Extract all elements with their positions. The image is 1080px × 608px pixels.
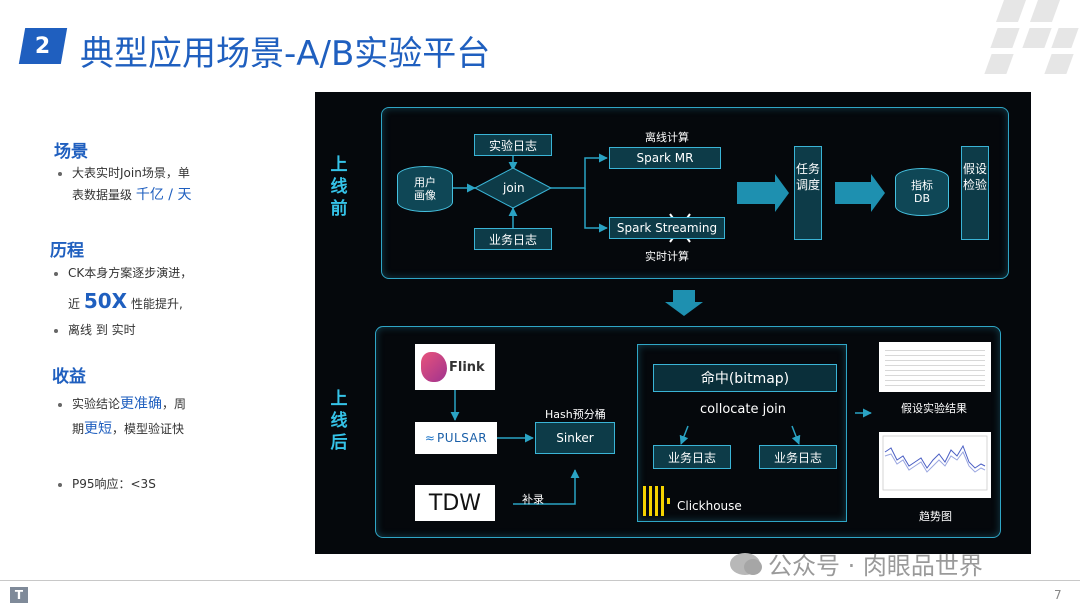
after-launch-label: 上线后 (330, 389, 348, 453)
p95-bullet: P95响应：<3S (58, 473, 156, 495)
watermark: 公众号 · 肉眼品世界 (730, 546, 983, 581)
scene-heading: 场景 (54, 142, 88, 162)
history-bullet-1-cont: 近 50X 性能提升, (68, 289, 183, 313)
spark-mr-box: Spark MR (609, 147, 721, 169)
section-number: 2 (35, 33, 51, 59)
trend-line-icon (882, 435, 988, 491)
collocate-join-label: collocate join (700, 402, 787, 417)
history-bullet-1: CK本身方案逐步演进， (54, 262, 192, 284)
flink-label: Flink (449, 359, 485, 375)
benefit-bullet-cont: 期更短，模型验证快 (72, 421, 185, 437)
corner-decoration (1044, 54, 1074, 74)
benefit-heading: 收益 (52, 367, 86, 387)
hash-prebucket-label: Hash预分桶 (545, 408, 606, 421)
biz-log-box-1: 业务日志 (653, 445, 731, 469)
sinker-box: Sinker (535, 422, 615, 454)
offline-calc-label: 离线计算 (645, 131, 689, 144)
tdw-label: TDW (428, 490, 482, 516)
speedup-highlight: 50X (83, 289, 128, 313)
bullet-dot-icon (54, 328, 58, 333)
user-profile-db: 用户画像 (397, 166, 453, 212)
hit-bitmap-box: 命中(bitmap) (653, 364, 837, 392)
corner-decoration (990, 28, 1020, 48)
spark-streaming-box: Spark Streaming (609, 217, 725, 239)
scale-highlight: 千亿 / 天 (135, 187, 192, 203)
join-node: join (503, 181, 525, 195)
clickhouse-panel (637, 344, 847, 522)
backfill-label: 补录 (522, 493, 544, 506)
metrics-db: 指标DB (895, 168, 949, 216)
footer-logo-icon: T (10, 587, 28, 603)
before-launch-panel (381, 107, 1009, 279)
page-number: 7 (1054, 588, 1062, 602)
footer-divider (0, 580, 1080, 581)
corner-decoration (1029, 0, 1061, 22)
bullet-dot-icon (54, 271, 58, 276)
business-log-box: 业务日志 (474, 228, 552, 250)
corner-decoration (1022, 28, 1052, 48)
biz-log-box-2: 业务日志 (759, 445, 837, 469)
hypothesis-test-box: 假设检验 (961, 146, 989, 240)
corner-decoration (1051, 28, 1079, 48)
task-schedule-box: 任务调度 (794, 146, 822, 240)
trend-caption: 趋势图 (919, 510, 952, 523)
pulsar-logo-card: ≈ PULSAR (415, 422, 497, 454)
bullet-dot-icon (58, 482, 62, 487)
history-heading: 历程 (50, 241, 84, 261)
realtime-calc-label: 实时计算 (645, 250, 689, 263)
clickhouse-logo-icon (643, 486, 671, 516)
corner-decoration (995, 0, 1027, 22)
scene-bullet: 大表实时Join场景，单 (58, 162, 190, 184)
bullet-dot-icon (58, 402, 62, 407)
pulsar-label: PULSAR (436, 431, 488, 445)
scene-bullet-cont: 表数据量级 千亿 / 天 (72, 187, 192, 203)
wechat-icon (730, 552, 762, 575)
flink-logo-card: Flink (415, 344, 495, 390)
clickhouse-label: Clickhouse (677, 499, 742, 513)
history-bullet-2: 离线 到 实时 (54, 319, 136, 341)
before-launch-label: 上线前 (330, 155, 348, 219)
section-number-badge: 2 (18, 28, 68, 64)
after-launch-panel (375, 326, 1001, 538)
architecture-diagram: 上线前 用户画像 实验日志 join 业务日志 离线计算 Spark MR Sp… (315, 92, 1031, 554)
tdw-logo-card: TDW (415, 485, 495, 521)
pulsar-icon: ≈ (424, 431, 435, 445)
bullet-dot-icon (58, 171, 62, 176)
page-title: 典型应用场景-A/B实验平台 (80, 34, 491, 74)
experiment-log-box: 实验日志 (474, 134, 552, 156)
corner-decoration (984, 54, 1014, 74)
hypothesis-result-thumbnail (879, 342, 991, 392)
result-caption: 假设实验结果 (901, 402, 967, 415)
trend-chart-thumbnail (879, 432, 991, 498)
benefit-bullet: 实验结论更准确，周 (58, 393, 186, 415)
flink-squirrel-icon (421, 352, 447, 382)
